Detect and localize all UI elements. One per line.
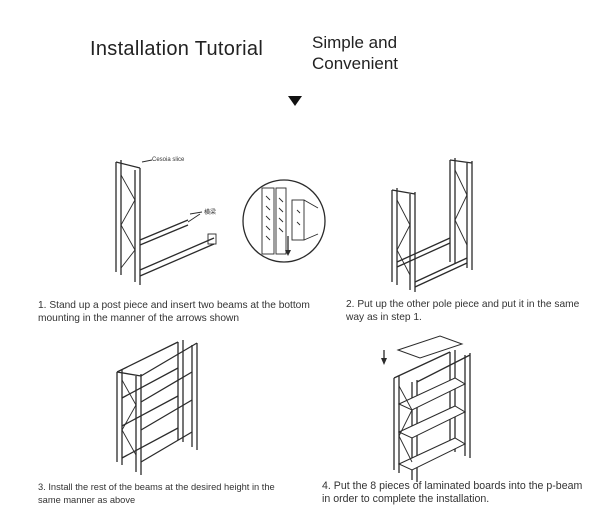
- step-4-caption: 4. Put the 8 pieces of laminated boards …: [322, 480, 583, 505]
- step4-illustration: [381, 335, 471, 482]
- detail-circle: [242, 179, 326, 263]
- step-1-caption: 1. Stand up a post piece and insert two …: [38, 300, 310, 324]
- subtitle-line-2: Convenient: [312, 54, 399, 73]
- step3-illustration: [116, 340, 198, 475]
- step2-illustration: [391, 158, 473, 292]
- triangle-down-icon: [288, 96, 302, 106]
- step1-illustration: Cesoia slice 横梁: [115, 157, 217, 285]
- step-3-caption: 3. Install the rest of the beams at the …: [38, 482, 275, 505]
- step-2-caption: 2. Put up the other pole piece and put i…: [346, 299, 580, 323]
- beam-label: 横梁: [204, 208, 216, 216]
- subtitle-line-1: Simple and: [312, 33, 398, 52]
- post-label: Cesoia slice: [152, 157, 185, 163]
- page-title: Installation Tutorial: [90, 38, 264, 60]
- subtitle: Simple and Convenient: [312, 32, 398, 74]
